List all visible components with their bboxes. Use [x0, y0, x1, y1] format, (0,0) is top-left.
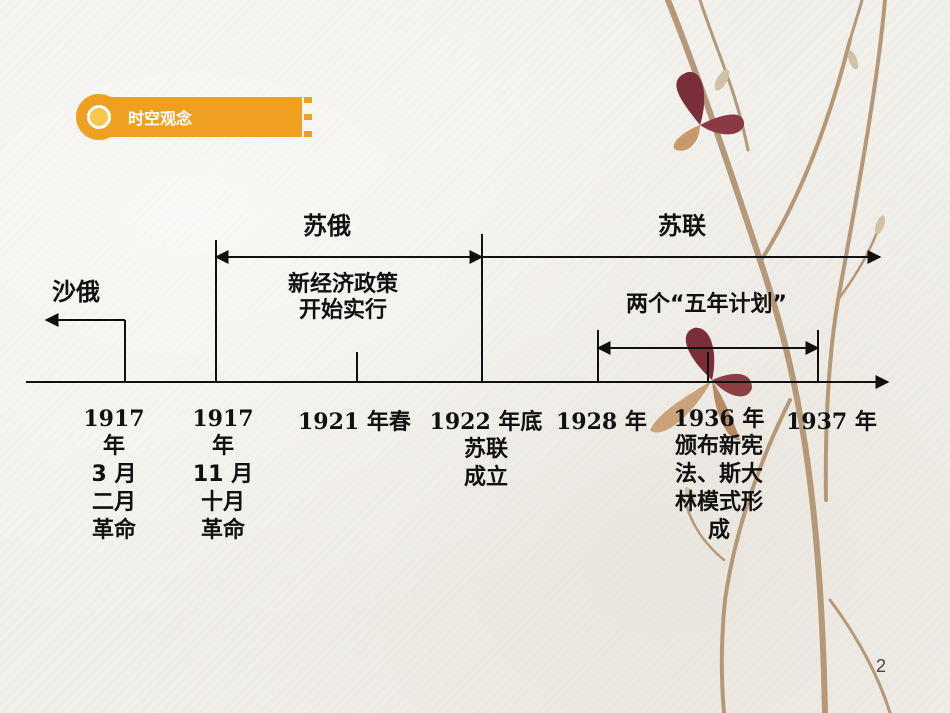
event-1937: 1937 年 — [786, 409, 877, 435]
nep-label: 新经济政策 开始实行 — [288, 272, 398, 324]
event-1928: 1928 年 — [556, 409, 647, 435]
nep-label-line2: 开始实行 — [299, 298, 388, 323]
event-line: 革命 — [200, 518, 245, 543]
event-year: 1917 — [192, 406, 254, 432]
event-line: 成 — [707, 518, 730, 543]
event-1922: 1922 年底 苏联 成立 — [424, 408, 548, 492]
era-label-soviet-union: 苏联 — [658, 212, 706, 240]
event-year: 1936 年 — [673, 406, 765, 432]
era-label-tsarist: 沙俄 — [52, 278, 100, 306]
event-line: 年 — [211, 434, 234, 459]
event-year: 1922 年底 — [429, 409, 543, 435]
event-line: 林模式形 — [674, 490, 763, 515]
event-1936: 1936 年 颁布新宪 法、斯大 林模式形 成 — [660, 405, 778, 545]
event-line: 苏联 — [463, 437, 508, 462]
five-year-plans-label: 两个“五年计划” — [626, 292, 787, 317]
header-dots-icon — [304, 97, 312, 137]
event-year: 1917 — [83, 406, 145, 432]
nep-label-line1: 新经济政策 — [288, 272, 399, 297]
event-line: 十月 — [200, 490, 245, 515]
section-header: 时空观念 — [76, 94, 312, 140]
event-line: 法、斯大 — [674, 462, 763, 487]
event-1917-mar: 1917 年 3 月 二月 革命 — [82, 405, 146, 545]
event-line: 11 月 — [192, 462, 254, 487]
event-line: 革命 — [91, 518, 136, 543]
event-1917-nov: 1917 年 11 月 十月 革命 — [188, 405, 258, 545]
event-line: 二月 — [91, 490, 136, 515]
section-title: 时空观念 — [128, 109, 193, 128]
event-1921: 1921 年春 — [298, 409, 411, 435]
header-circle-icon — [76, 94, 122, 140]
era-label-soviet-russia: 苏俄 — [303, 212, 351, 240]
event-line: 年 — [102, 434, 125, 459]
event-line: 3 月 — [91, 462, 137, 487]
event-line: 成立 — [463, 465, 508, 490]
header-bar — [106, 97, 302, 137]
page-number: 2 — [876, 656, 887, 676]
event-line: 颁布新宪 — [674, 434, 763, 459]
